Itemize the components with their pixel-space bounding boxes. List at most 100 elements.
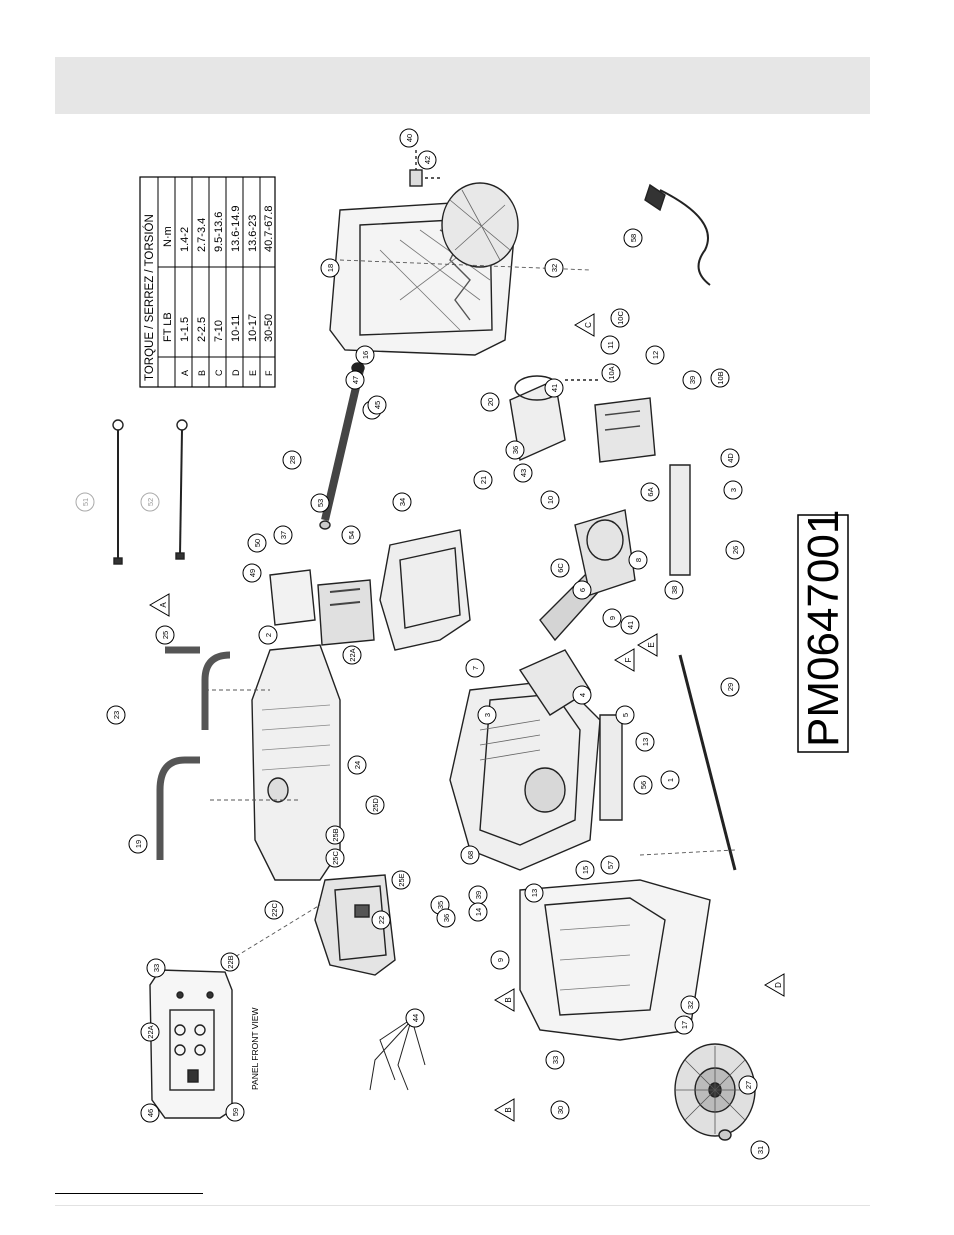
callout-circle [225, 1102, 245, 1122]
callout-label: 36 [442, 914, 451, 922]
callout-label: 40 [405, 134, 414, 142]
row-ftlb: 2-2.5 [196, 317, 208, 342]
torque-marker: C [574, 313, 595, 337]
callout-circle [635, 732, 655, 752]
callout-circle [633, 775, 653, 795]
row-nm: 13.6-14.9 [230, 206, 242, 252]
footer-rule [55, 1193, 203, 1194]
callout-label: 22 [377, 916, 386, 924]
callout-circle [645, 345, 665, 365]
callout-label: 57 [606, 861, 615, 869]
callout-circle [405, 1008, 425, 1028]
callout-label: 23 [112, 711, 121, 719]
callout-circle [680, 995, 700, 1015]
part-callout: 34 [392, 492, 412, 512]
callout-label: 37 [279, 531, 288, 539]
callout-label: 20 [486, 398, 495, 406]
part-callout: 18 [320, 258, 340, 278]
callout-label: 9 [496, 958, 505, 962]
callout-label: 32 [686, 1001, 695, 1009]
callout-circle [365, 795, 385, 815]
callout-label: 54 [347, 531, 356, 539]
row-key: A [180, 370, 190, 376]
callout-circle [140, 1022, 160, 1042]
callout-label: 3 [729, 488, 738, 492]
part-callout: 14 [468, 902, 488, 922]
part-callout: 54 [341, 525, 361, 545]
part-callout: 57 [600, 855, 620, 875]
row-ftlb: 30-50 [263, 314, 275, 342]
callout-circle [524, 883, 544, 903]
part-callout: 32 [680, 995, 700, 1015]
torque-marker: A [149, 593, 170, 617]
callout-circle [146, 958, 166, 978]
part-callout: 10C [610, 308, 630, 328]
callout-label: 28 [288, 456, 297, 464]
callout-circle [473, 470, 493, 490]
row-nm: 2.7-3.4 [196, 218, 208, 252]
callout-label: 25B [331, 828, 340, 841]
callout-label: 41 [550, 384, 559, 392]
part-callout: 45 [367, 395, 387, 415]
part-callout: 28 [282, 450, 302, 470]
callout-circle [310, 493, 330, 513]
part-callout: 4D [720, 448, 740, 468]
callout-label: 22B [226, 955, 235, 968]
torque-marker-triangle [574, 313, 595, 337]
callout-circle [282, 450, 302, 470]
callout-circle [682, 370, 702, 390]
callout-circle [572, 685, 592, 705]
row-key: C [214, 369, 224, 376]
callout-label: 43 [519, 469, 528, 477]
torque-marker: D [764, 973, 785, 997]
callout-circle [220, 952, 240, 972]
part-callout: 25 [155, 625, 175, 645]
row-ftlb: 10-17 [247, 314, 259, 342]
torque-marker-triangle [764, 973, 785, 997]
torque-marker-label: B [504, 997, 513, 1002]
callout-label: 5 [621, 713, 630, 717]
part-callout: 8 [628, 550, 648, 570]
callout-label: 56 [639, 781, 648, 789]
callout-label: 49 [248, 569, 257, 577]
callout-circle [367, 395, 387, 415]
frame-rear [329, 182, 519, 356]
callout-circle [628, 550, 648, 570]
torque-marker-label: F [624, 657, 633, 662]
part-callout: 47 [345, 370, 365, 390]
callout-circle [392, 492, 412, 512]
frame-front [519, 879, 711, 1041]
callout-label: 26 [731, 546, 740, 554]
part-callout: 20 [480, 392, 500, 412]
callout-label: 13 [530, 889, 539, 897]
callout-label: 25 [161, 631, 170, 639]
callout-circle [610, 308, 630, 328]
callout-circle [544, 258, 564, 278]
part-callout: 9 [490, 950, 510, 970]
part-callout: 50 [247, 533, 267, 553]
row-key: B [197, 370, 207, 376]
part-callout: 22 [371, 910, 391, 930]
part-callout: 39 [468, 885, 488, 905]
part-callout: 36 [436, 908, 456, 928]
callout-circle [477, 705, 497, 725]
callout-circle [399, 128, 419, 148]
callout-circle [615, 705, 635, 725]
callout-circle [342, 645, 362, 665]
callout-circle [480, 392, 500, 412]
callout-circle [490, 950, 510, 970]
callout-circle [623, 228, 643, 248]
callout-label: 22C [270, 903, 279, 917]
callout-circle [602, 608, 622, 628]
torque-marker-triangle [149, 593, 170, 617]
part-callout: 33 [146, 958, 166, 978]
callout-label: 19 [134, 840, 143, 848]
part-callout: 25D [365, 795, 385, 815]
part-callout: 29 [720, 677, 740, 697]
part-callout: 19 [128, 834, 148, 854]
part-callout: 4 [572, 685, 592, 705]
control-panel [314, 874, 396, 976]
callout-label: 16 [361, 351, 370, 359]
callout-label: 9 [608, 616, 617, 620]
